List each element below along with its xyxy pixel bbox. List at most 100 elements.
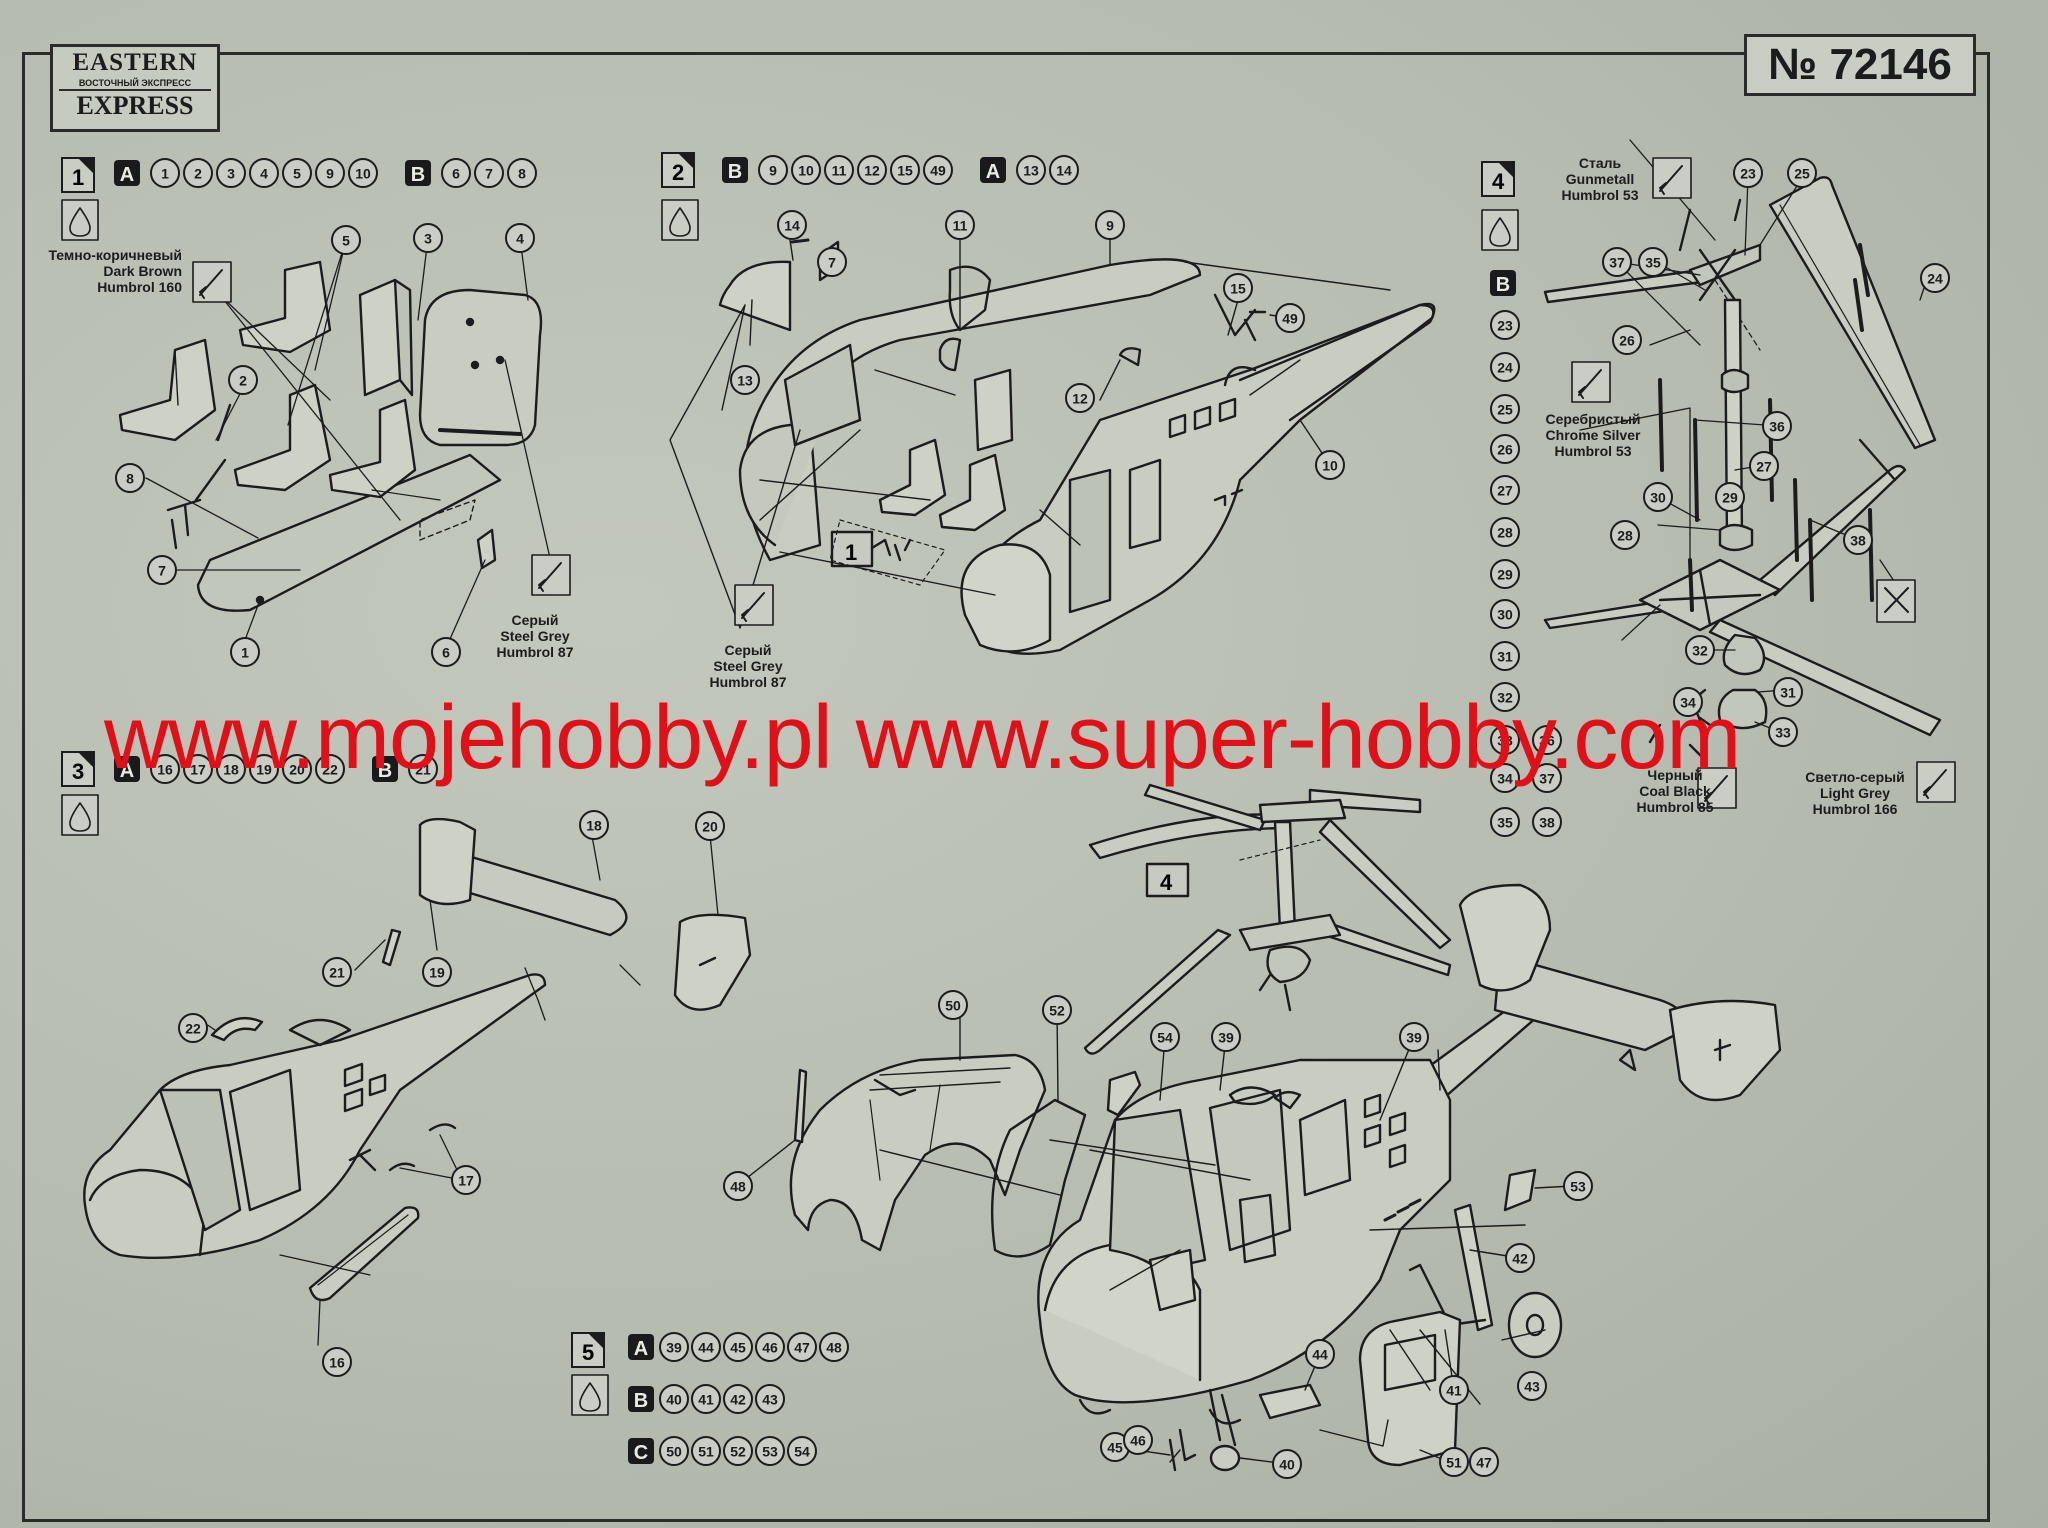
step4-callout-24-label: 24 [1927, 270, 1943, 286]
step4-callout-30: 30 [1643, 482, 1673, 512]
step3-part-20-label: 20 [289, 761, 305, 777]
step5-part-51: 51 [691, 1436, 721, 1466]
step4-callout-35-label: 35 [1645, 254, 1661, 270]
paint-5-ru: Черный [1647, 767, 1702, 783]
step4-list-part-38-label: 38 [1539, 814, 1555, 830]
step5-callout-52: 52 [1042, 995, 1072, 1025]
step3-part-16-label: 16 [157, 761, 173, 777]
step2-part-13: 13 [1016, 155, 1046, 185]
step5-callout-47-label: 47 [1476, 1454, 1492, 1470]
step5-part-40-label: 40 [666, 1391, 682, 1407]
step4-callout-35: 35 [1638, 247, 1668, 277]
sheet-frame [22, 52, 1990, 1522]
step1-callout-8-label: 8 [126, 470, 134, 486]
paint-4-code: Humbrol 53 [1554, 443, 1631, 459]
swashplate [1638, 558, 1782, 632]
door-frame-part-52 [990, 1098, 1087, 1258]
step5-callout-53: 53 [1563, 1171, 1593, 1201]
paint-0-ru: Темно-коричневый [48, 247, 182, 263]
step4-list-part-23: 23 [1490, 310, 1520, 340]
step5-part-41-label: 41 [698, 1391, 714, 1407]
step5-callout-54: 54 [1150, 1022, 1180, 1052]
step4-callout-33-label: 33 [1775, 724, 1791, 740]
fin-part-19 [673, 913, 752, 1011]
step5-callout-45: 45 [1100, 1432, 1130, 1462]
step4-sprue-b: B [1490, 270, 1516, 296]
tail-plane-part-17 [453, 850, 628, 937]
paint-5-code: Humbrol 85 [1636, 799, 1713, 815]
step4-list-part-27-label: 27 [1497, 482, 1513, 498]
step4-callout-26: 26 [1612, 325, 1642, 355]
step5-part-44: 44 [691, 1332, 721, 1362]
step4-list-part-33: 33 [1490, 725, 1520, 755]
step3-callout-18-label: 18 [586, 817, 602, 833]
brand-line2: ВОСТОЧНЫЙ ЭКСПРЕСС [78, 78, 192, 88]
seat-front [328, 398, 417, 499]
antenna-part-48 [793, 1068, 808, 1144]
step1-part-7: 7 [474, 158, 504, 188]
step2-callout-15-label: 15 [1230, 280, 1246, 296]
tail-boom [1238, 303, 1435, 422]
seat-left [118, 338, 217, 442]
step5-callout-46: 46 [1123, 1425, 1153, 1455]
paint-6-ru: Светло-серый [1805, 769, 1904, 785]
step3-sprue-a-label: A [120, 760, 134, 782]
cockpit-floor [196, 453, 502, 612]
step4-callout-32-label: 32 [1692, 642, 1708, 658]
step4-list-part-37: 37 [1532, 763, 1562, 793]
step5-callout-54-label: 54 [1157, 1029, 1173, 1045]
step1-part-10: 10 [348, 158, 378, 188]
step2-callout-9: 9 [1095, 210, 1125, 240]
paint-6-en: Light Grey [1820, 785, 1890, 801]
rotor-blade-lower-right [1758, 464, 1907, 597]
fin-right [1668, 999, 1782, 1102]
step4-list-part-29-label: 29 [1497, 566, 1513, 582]
step3-part-18: 18 [216, 754, 246, 784]
step4-list-part-31: 31 [1490, 641, 1520, 671]
step5-part-40: 40 [659, 1384, 689, 1414]
step3-sprue-b-label: B [378, 760, 392, 782]
step4-list-part-26-label: 26 [1497, 441, 1513, 457]
instrument-panel [358, 278, 402, 397]
step1-sprue-a-label: A [120, 164, 134, 186]
step1-callout-5-label: 5 [342, 232, 350, 248]
step2-part-49-label: 49 [930, 162, 946, 178]
step1-part-3: 3 [216, 158, 246, 188]
step3-drawing [83, 817, 752, 1346]
step5-callout-43: 43 [1517, 1371, 1547, 1401]
step1-callout-3-label: 3 [424, 230, 432, 246]
step5-part-39-label: 39 [666, 1339, 682, 1355]
step4-number: 4 [1492, 169, 1505, 194]
step1-sprue-b-label: B [411, 164, 425, 186]
cabin-roof-part-50 [789, 1053, 1047, 1252]
step2-drawing [669, 238, 1436, 655]
paint-2-code: Humbrol 87 [709, 674, 786, 690]
step5-callout-48-label: 48 [730, 1178, 746, 1194]
step5-part-43-label: 43 [762, 1391, 778, 1407]
strut-part-42 [1453, 1203, 1494, 1332]
step2-callout-49: 49 [1275, 303, 1305, 333]
step5-part-54: 54 [787, 1436, 817, 1466]
step5-part-53: 53 [755, 1436, 785, 1466]
step1-callout-6: 6 [431, 637, 461, 667]
brand-logo: EASTERN ВОСТОЧНЫЙ ЭКСПРЕСС EXPRESS [50, 44, 220, 132]
step2-callout-12: 12 [1065, 383, 1095, 413]
step2-callout-14: 14 [777, 210, 807, 240]
seat-mid [233, 383, 332, 492]
step2-part-9: 9 [758, 155, 788, 185]
step2-callout-13: 13 [730, 365, 760, 395]
step1-callout-5: 5 [331, 225, 361, 255]
step5-part-45-label: 45 [730, 1339, 746, 1355]
step1-callout-1: 1 [230, 637, 260, 667]
step4-callout-30-label: 30 [1650, 489, 1666, 505]
step2-part-12: 12 [857, 155, 887, 185]
step5-drawing [737, 783, 1782, 1472]
step5-part-41: 41 [691, 1384, 721, 1414]
step4-callout-28-label: 28 [1617, 527, 1633, 543]
step2-ref-label: 1 [845, 540, 857, 565]
step4-callout-27-label: 27 [1756, 458, 1772, 474]
